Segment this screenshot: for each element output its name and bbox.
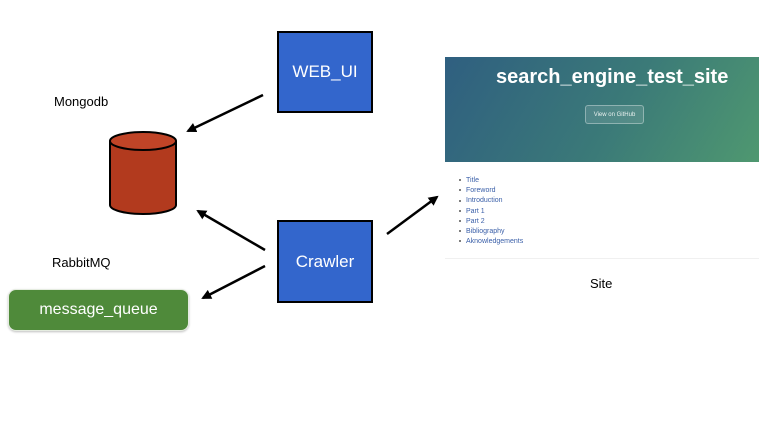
site-title: search_engine_test_site xyxy=(496,66,729,88)
database-icon xyxy=(109,131,177,215)
mongodb-label: Mongodb xyxy=(54,94,109,109)
site-link-aknowledgements[interactable]: Aknowledgements xyxy=(459,237,523,247)
site-nav-list: Title Foreword Introduction Part 1 Part … xyxy=(459,176,523,247)
site-link-foreword[interactable]: Foreword xyxy=(459,186,523,196)
site-divider xyxy=(445,258,759,259)
message-queue-label: message_queue xyxy=(39,301,158,318)
arrow-crawler-to-queue xyxy=(201,264,266,300)
crawler-box: Crawler xyxy=(277,220,373,303)
site-link-bibliography[interactable]: Bibliography xyxy=(459,227,523,237)
site-header: search_engine_test_site View on GitHub xyxy=(445,57,759,162)
message-queue-box: message_queue xyxy=(8,289,189,331)
web-ui-label: WEB_UI xyxy=(292,62,358,81)
arrow-crawler-to-site xyxy=(386,195,439,236)
site-label: Site xyxy=(590,276,613,291)
site-link-introduction[interactable]: Introduction xyxy=(459,196,523,206)
view-on-github-button[interactable]: View on GitHub xyxy=(585,105,644,124)
rabbitmq-label: RabbitMQ xyxy=(52,255,111,270)
site-screenshot: search_engine_test_site View on GitHub T… xyxy=(445,57,759,260)
site-link-part-1[interactable]: Part 1 xyxy=(459,207,523,217)
arrow-crawler-to-db xyxy=(196,209,266,252)
site-link-title[interactable]: Title xyxy=(459,176,523,186)
arrow-webui-to-db xyxy=(186,93,264,133)
web-ui-box: WEB_UI xyxy=(277,31,373,113)
site-link-part-2[interactable]: Part 2 xyxy=(459,217,523,227)
crawler-label: Crawler xyxy=(295,251,355,271)
